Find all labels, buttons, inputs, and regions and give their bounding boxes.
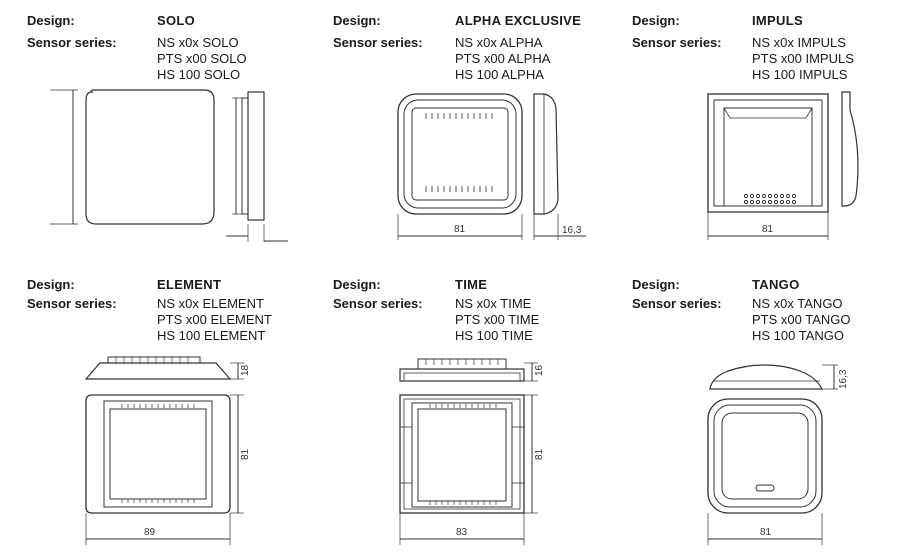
panel-solo: Design: SOLO Sensor series: NS x0x SOLO … — [0, 0, 300, 277]
dim-width: 83 — [456, 527, 468, 538]
sensor-series-item: PTS x00 TANGO — [752, 312, 851, 327]
sensor-series-item: HS 100 SOLO — [157, 67, 241, 82]
design-label: Design: — [632, 13, 680, 28]
dim-height: 81 — [240, 448, 251, 460]
sensor-series-item: NS x0x TIME — [455, 296, 532, 311]
dim-height: 81 — [534, 448, 545, 460]
element-drawing: 18 81 89 — [84, 356, 251, 545]
sensor-series-item: NS x0x IMPULS — [752, 35, 846, 50]
design-label: Design: — [27, 277, 75, 292]
design-label: Design: — [27, 13, 75, 28]
sensor-series-label: Sensor series: — [333, 35, 423, 50]
design-label: Design: — [632, 277, 680, 292]
sensor-series-item: HS 100 TIME — [455, 328, 533, 343]
solo-drawing — [50, 89, 288, 242]
sensor-series-item: NS x0x ELEMENT — [157, 296, 264, 311]
sensor-series-item: PTS x00 ALPHA — [455, 51, 551, 66]
dim-depth: 16 — [534, 364, 545, 376]
design-name: ELEMENT — [157, 277, 222, 292]
sensor-series-item: PTS x00 ELEMENT — [157, 312, 272, 327]
design-name: TANGO — [752, 277, 800, 292]
tango-drawing: 16,3 81 81 — [707, 364, 849, 545]
design-name: ALPHA EXCLUSIVE — [455, 13, 582, 28]
alpha-drawing: 81 16,3 — [397, 93, 586, 240]
sensor-series-label: Sensor series: — [632, 35, 722, 50]
design-name: IMPULS — [752, 13, 803, 28]
sensor-series-item: PTS x00 SOLO — [157, 51, 247, 66]
sensor-series-item: NS x0x TANGO — [752, 296, 843, 311]
design-label: Design: — [333, 13, 381, 28]
dim-depth: 16,3 — [838, 369, 849, 389]
sensor-series-item: HS 100 ALPHA — [455, 67, 544, 82]
panel-time: Design: TIME Sensor series: NS x0x TIME … — [306, 277, 606, 554]
sensor-series-label: Sensor series: — [333, 296, 423, 311]
sensor-series-item: HS 100 IMPULS — [752, 67, 848, 82]
sensor-series-item: PTS x00 TIME — [455, 312, 540, 327]
panel-impuls: Design: IMPULS Sensor series: NS x0x IMP… — [600, 0, 900, 277]
design-name: SOLO — [157, 13, 196, 28]
design-name: TIME — [455, 277, 488, 292]
design-label: Design: — [333, 277, 381, 292]
sensor-series-item: NS x0x SOLO — [157, 35, 239, 50]
sensor-series-label: Sensor series: — [27, 35, 117, 50]
dim-depth: 16,3 — [562, 225, 582, 236]
sensor-series-item: HS 100 ELEMENT — [157, 328, 266, 343]
panel-alpha-exclusive: Design: ALPHA EXCLUSIVE Sensor series: N… — [306, 0, 606, 277]
sensor-series-label: Sensor series: — [632, 296, 722, 311]
time-drawing: 16 81 83 — [399, 358, 545, 545]
impuls-drawing: 81 — [707, 91, 859, 240]
dim-width: 81 — [762, 224, 774, 235]
sensor-series-item: HS 100 TANGO — [752, 328, 844, 343]
dim-width: 81 — [454, 224, 466, 235]
sensor-series-item: NS x0x ALPHA — [455, 35, 543, 50]
dim-width: 89 — [144, 527, 156, 538]
sensor-series-item: PTS x00 IMPULS — [752, 51, 854, 66]
panel-tango: Design: TANGO Sensor series: NS x0x TANG… — [600, 277, 900, 554]
dim-depth: 18 — [240, 364, 251, 376]
panel-element: Design: ELEMENT Sensor series: NS x0x EL… — [0, 277, 300, 554]
dim-width: 81 — [760, 527, 772, 538]
sensor-series-label: Sensor series: — [27, 296, 117, 311]
